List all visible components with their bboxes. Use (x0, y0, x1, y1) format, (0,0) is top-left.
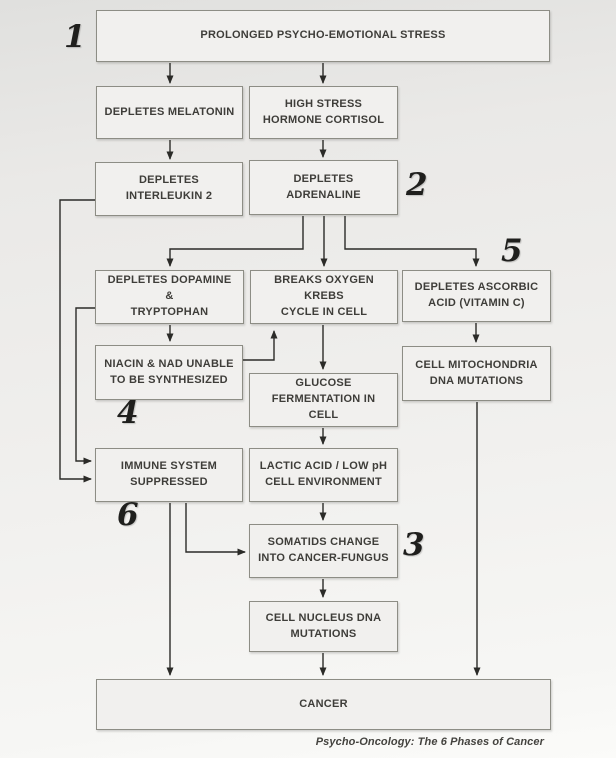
phase-marker-3: 3 (403, 527, 425, 563)
node-niacin-nad-not-synthesized: NIACIN & NAD UNABLE TO BE SYNTHESIZED (95, 345, 243, 400)
node-depletes-adrenaline: DEPLETES ADRENALINE (249, 160, 398, 215)
node-high-stress-cortisol: HIGH STRESS HORMONE CORTISOL (249, 86, 398, 139)
node-prolonged-stress: PROLONGED PSYCHO-EMOTIONAL STRESS (96, 10, 550, 62)
phase-marker-5: 5 (501, 233, 523, 269)
node-depletes-dopamine-tryptophan: DEPLETES DOPAMINE & TRYPTOPHAN (95, 270, 244, 324)
node-breaks-oxygen-krebs-cycle: BREAKS OXYGEN KREBS CYCLE IN CELL (250, 270, 398, 324)
node-depletes-ascorbic-acid: DEPLETES ASCORBIC ACID (VITAMIN C) (402, 270, 551, 322)
node-somatids-cancer-fungus: SOMATIDS CHANGE INTO CANCER-FUNGUS (249, 524, 398, 578)
phase-marker-2: 2 (406, 167, 428, 203)
phase-marker-1: 1 (64, 19, 86, 55)
node-glucose-fermentation: GLUCOSE FERMENTATION IN CELL (249, 373, 398, 427)
node-cell-mitochondria-dna-mutations: CELL MITOCHONDRIA DNA MUTATIONS (402, 346, 551, 401)
node-cancer: CANCER (96, 679, 551, 730)
node-lactic-acid-low-ph: LACTIC ACID / LOW pH CELL ENVIRONMENT (249, 448, 398, 502)
phase-marker-6: 6 (117, 497, 139, 533)
phase-marker-4: 4 (117, 395, 139, 431)
node-depletes-interleukin-2: DEPLETES INTERLEUKIN 2 (95, 162, 243, 216)
node-cell-nucleus-dna-mutations: CELL NUCLEUS DNA MUTATIONS (249, 601, 398, 652)
node-immune-system-suppressed: IMMUNE SYSTEM SUPPRESSED (95, 448, 243, 502)
node-depletes-melatonin: DEPLETES MELATONIN (96, 86, 243, 139)
diagram-caption: Psycho-Oncology: The 6 Phases of Cancer (315, 736, 544, 748)
